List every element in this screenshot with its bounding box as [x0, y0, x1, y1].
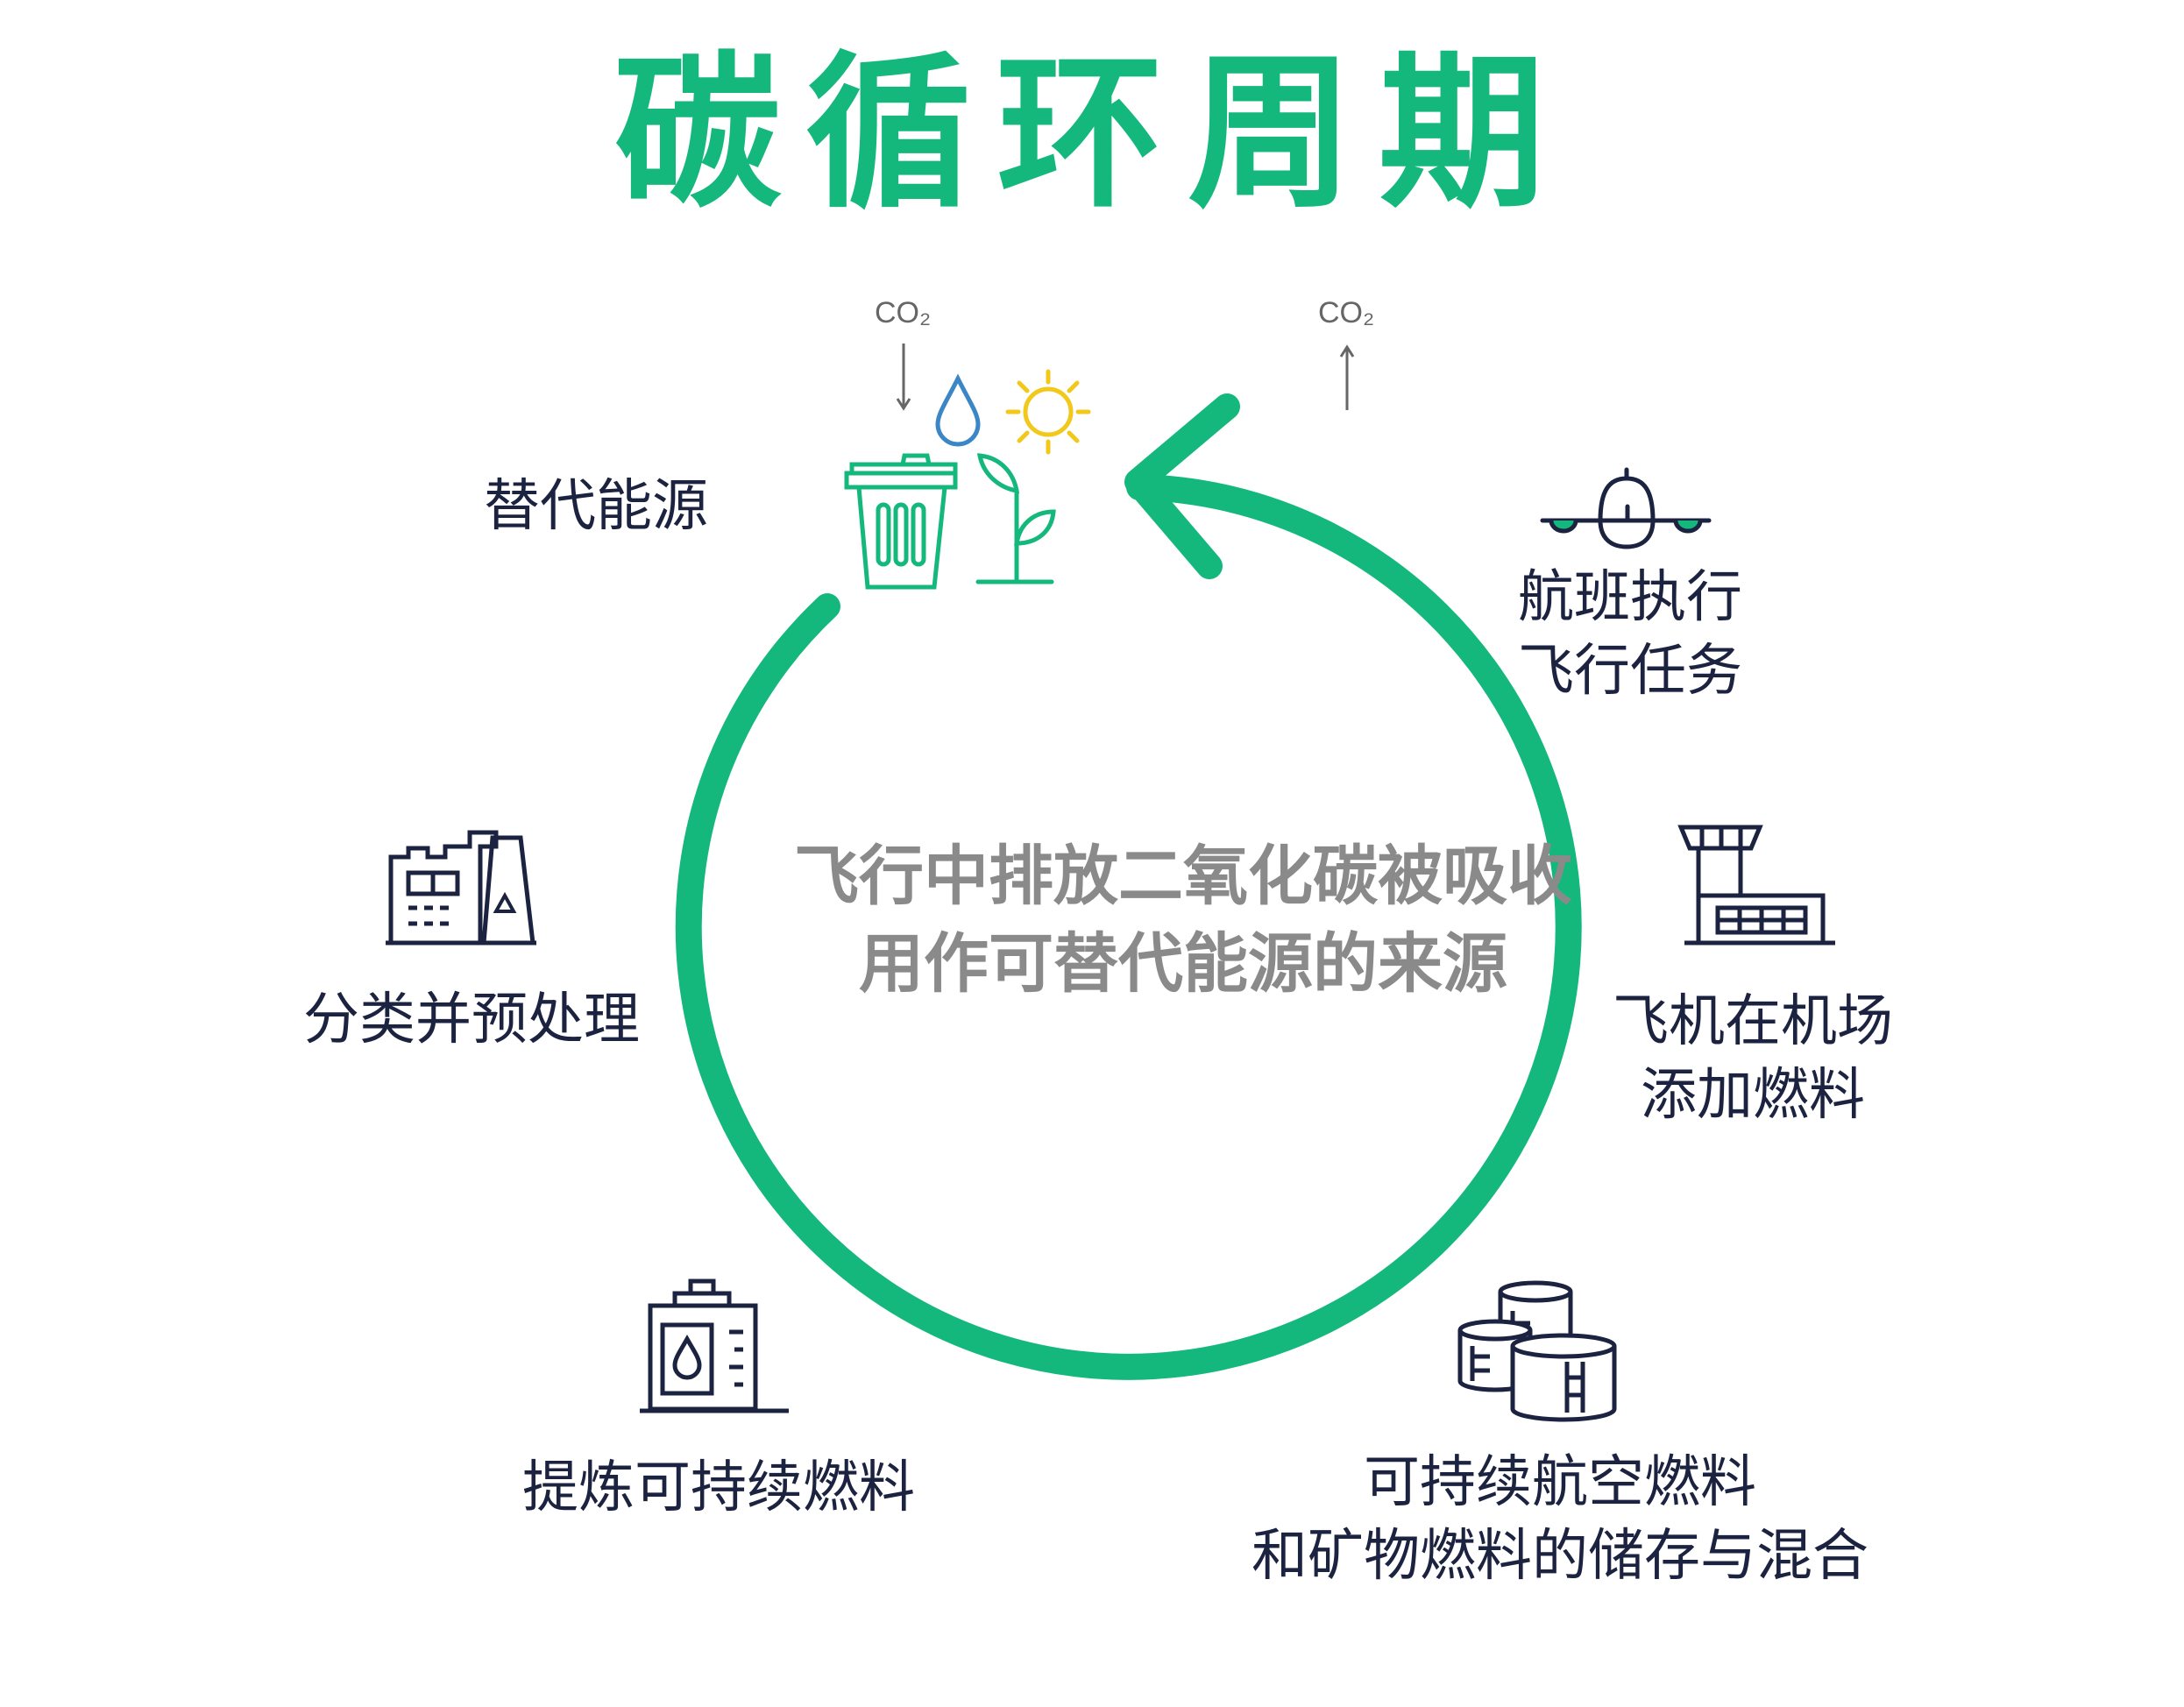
- center-line-2: 用作可替代能源的来源: [859, 926, 1507, 1002]
- sprout-icon: [975, 453, 1056, 584]
- stage-airport-line-1: 飞机在机场: [1613, 989, 1893, 1054]
- stage-flight-line-2: 飞行任务: [1518, 639, 1742, 704]
- stage-sort-line-1: 分类并预处理: [303, 988, 640, 1052]
- stage-storage-line-1: 可持续航空燃料: [1364, 1450, 1756, 1515]
- co2-label-absorbed: CO₂: [875, 296, 932, 329]
- stage-storage-line-2: 和矿物燃料的储存与混合: [1252, 1524, 1868, 1589]
- stage-storage-label: 可持续航空燃料 和矿物燃料的储存与混合: [1192, 1446, 1928, 1593]
- stage-airport-line-2: 添加燃料: [1641, 1063, 1865, 1128]
- airport-tower-icon: [1677, 825, 1835, 946]
- fuel-tanks-icon: [1457, 1280, 1617, 1422]
- stage-flight-line-1: 航班执行: [1518, 565, 1742, 630]
- sun-icon: [1005, 369, 1091, 455]
- diagram-title: 碳循环周期: [613, 37, 1570, 230]
- refinery-icon: [640, 1278, 789, 1413]
- recycling-factory-icon: [386, 830, 536, 946]
- center-line-1: 飞行中排放二氧化碳被吸收: [794, 839, 1572, 914]
- airplane-icon: [1540, 467, 1712, 549]
- stage-alt-energy-label: 替代能源: [456, 470, 736, 543]
- co2-label-emitted: CO₂: [1318, 296, 1375, 329]
- stage-sort-label: 分类并预处理: [279, 983, 664, 1057]
- cycle-arrowhead: [1124, 393, 1240, 579]
- co2-up-arrow: [1339, 344, 1355, 410]
- cycle-arc: [675, 474, 1582, 1380]
- stage-airport-label: 飞机在机场 添加燃料: [1595, 985, 1911, 1132]
- stage-refine-label: 提炼可持续燃料: [491, 1451, 947, 1525]
- stage-flight-label: 航班执行 飞行任务: [1490, 561, 1770, 708]
- co2-down-arrow: [896, 344, 911, 411]
- water-drop-icon: [935, 373, 981, 447]
- stage-alt-energy-line-1: 替代能源: [484, 474, 708, 539]
- center-description: 飞行中排放二氧化碳被吸收 用作可替代能源的来源: [701, 832, 1665, 1008]
- stage-refine-line-1: 提炼可持续燃料: [522, 1456, 915, 1520]
- trash-bin-icon: [844, 453, 958, 590]
